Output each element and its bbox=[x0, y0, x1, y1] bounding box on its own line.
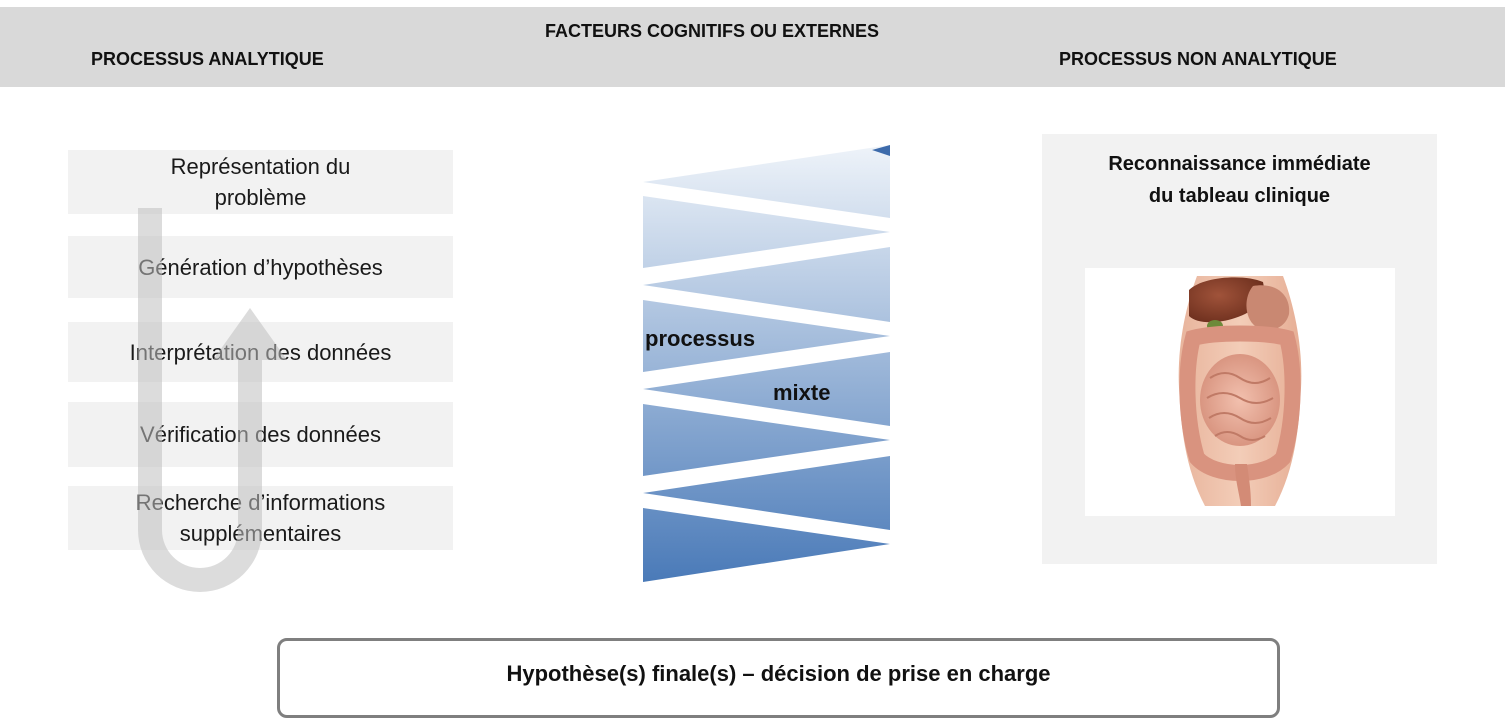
mixed-label-mixte: mixte bbox=[773, 380, 831, 405]
final-decision-box: Hypothèse(s) finale(s) – décision de pri… bbox=[277, 638, 1280, 718]
zigzag-band bbox=[643, 404, 890, 476]
step-1-line-2: problème bbox=[214, 185, 307, 210]
mixed-label-processus: processus bbox=[645, 326, 756, 351]
header-band bbox=[0, 7, 1505, 87]
header-center-title: FACTEURS COGNITIFS OU EXTERNES bbox=[545, 21, 880, 41]
non-analytic-panel: Reconnaissance immédiate du tableau clin… bbox=[1042, 134, 1437, 564]
header-right-title: PROCESSUS NON ANALYTIQUE bbox=[1059, 49, 1337, 69]
zigzag-band bbox=[643, 145, 890, 218]
zigzag-band bbox=[643, 508, 890, 582]
zigzag-band bbox=[643, 456, 890, 530]
zigzag-band bbox=[643, 352, 890, 426]
mixed-process-zigzag bbox=[643, 145, 890, 582]
zigzag-band bbox=[643, 196, 890, 268]
non-analytic-title-line-2: du tableau clinique bbox=[1148, 185, 1331, 207]
step-1-line-1: Représentation du bbox=[170, 154, 351, 179]
header-left-title: PROCESSUS ANALYTIQUE bbox=[91, 49, 324, 69]
zigzag-band bbox=[643, 247, 890, 322]
final-decision-text: Hypothèse(s) finale(s) – décision de pri… bbox=[506, 661, 1051, 686]
anatomy-image-frame bbox=[1085, 268, 1395, 516]
zigzag-band bbox=[643, 300, 890, 372]
abdominal-organs-icon bbox=[1178, 276, 1302, 506]
step-problem-representation: Représentation du problème bbox=[68, 150, 453, 214]
non-analytic-title: Reconnaissance immédiate du tableau clin… bbox=[1042, 148, 1437, 212]
non-analytic-title-line-1: Reconnaissance immédiate bbox=[1108, 153, 1371, 175]
